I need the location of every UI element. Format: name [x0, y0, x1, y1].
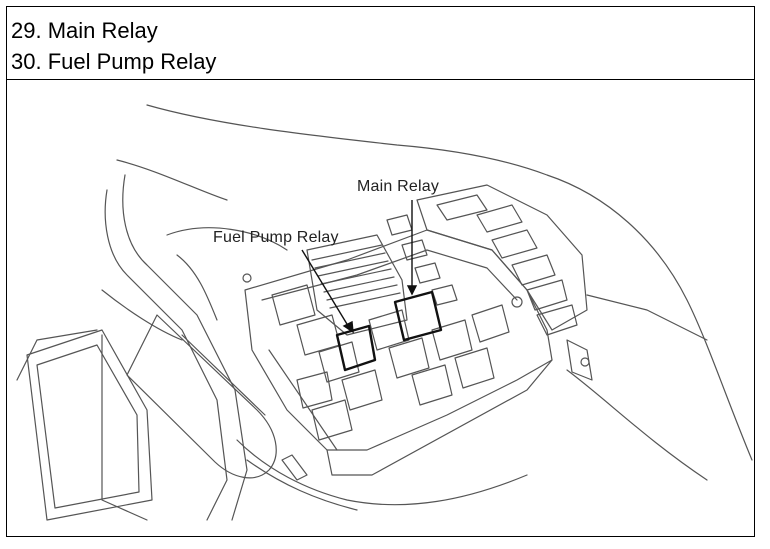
left-bracket [104, 189, 228, 521]
fuse [511, 254, 556, 286]
contour-line [101, 289, 183, 341]
contour-line [101, 334, 148, 521]
fuse-cluster [416, 184, 588, 331]
relay-box-body [244, 229, 553, 451]
connector-stripe [323, 276, 395, 293]
relay [368, 309, 410, 351]
main-relay-callout: Main Relay [357, 178, 440, 195]
connector-block [306, 234, 408, 336]
relay-box-body [326, 359, 553, 476]
connector-stripe [317, 260, 389, 277]
relay [271, 284, 316, 326]
cable-tie [281, 454, 308, 481]
bracket [566, 339, 593, 381]
contour-line [586, 294, 708, 341]
relay [296, 371, 333, 409]
legend-item-fuel-pump-relay: 30. Fuel Pump Relay [11, 49, 217, 74]
fuel-pump-relay-callout: Fuel Pump Relay [213, 229, 339, 246]
fuel-pump-relay-shape [335, 324, 377, 372]
cable [246, 459, 358, 511]
relay [411, 364, 453, 406]
contour-line [566, 369, 708, 481]
fuse [436, 194, 488, 221]
contour-line [116, 159, 228, 201]
connector-stripe [314, 252, 386, 269]
fuel-pump-relay-leader [301, 249, 351, 330]
bolt [511, 296, 523, 308]
fuse [476, 204, 523, 233]
relay [296, 314, 341, 356]
side-panel [26, 329, 153, 521]
relay [454, 347, 495, 389]
main-relay-arrowhead [406, 285, 418, 296]
left-bracket [166, 227, 288, 251]
left-bracket [122, 174, 248, 521]
cable [236, 439, 528, 506]
bolt [580, 357, 590, 367]
contour-line [16, 329, 98, 381]
bolt [242, 273, 252, 283]
connector-stripe [320, 268, 392, 285]
relay [388, 337, 430, 379]
arm [126, 314, 277, 479]
main-relay-shape [393, 290, 443, 342]
connector-stripe [311, 244, 383, 261]
side-panel [36, 344, 140, 509]
fuel-pump-relay-arrowhead [342, 320, 354, 334]
fuse [431, 284, 458, 306]
relay-box-body [268, 349, 338, 451]
legend-header: 29. Main Relay 30. Fuel Pump Relay [7, 7, 754, 80]
arm [181, 334, 266, 416]
relay-box-drawing [16, 104, 753, 521]
connector-stripe [329, 292, 401, 309]
relay-box-illustration: Main Relay Fuel Pump Relay [7, 80, 754, 536]
relay [471, 304, 510, 343]
connector-stripe [326, 284, 398, 301]
relay [318, 341, 360, 383]
fuse [536, 304, 578, 336]
relay [341, 369, 383, 411]
diagram-frame: 29. Main Relay 30. Fuel Pump Relay [6, 6, 755, 537]
fuse [414, 262, 441, 284]
legend-item-main-relay: 29. Main Relay [11, 18, 158, 43]
fuse [386, 214, 413, 236]
relay [311, 399, 353, 441]
fuse [491, 229, 538, 259]
fuse [526, 279, 568, 311]
relay [431, 319, 473, 361]
fuse [401, 239, 428, 261]
left-bracket [176, 254, 218, 321]
